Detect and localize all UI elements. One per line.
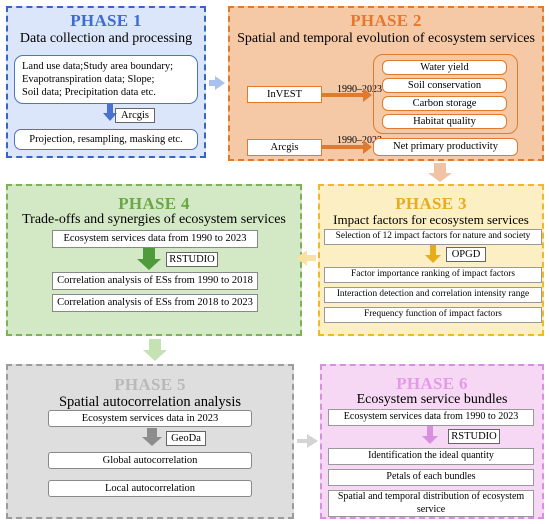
phase5-data-box: Ecosystem services data in 2023 (48, 410, 252, 427)
phase4-data-box: Ecosystem services data from 1990 to 202… (52, 230, 258, 248)
phase1-title: PHASE 1 (70, 11, 142, 30)
phase3-subtitle: Impact factors for ecosystem services (333, 212, 529, 227)
phase1-process-box: Projection, resampling, masking etc. (14, 129, 198, 150)
phase2-subtitle: Spatial and temporal evolution of ecosys… (237, 31, 535, 46)
phase2-invest-box: InVEST (247, 86, 322, 103)
phase3-selection-box: Selection of 12 impact factors for natur… (324, 229, 542, 245)
phase6-distribution: Spatial and temporal distribution of eco… (328, 490, 534, 517)
phase6-rstudio-tool: RSTUDIO (448, 429, 500, 444)
phase3-interaction-detection: Interaction detection and correlation in… (324, 287, 542, 303)
phase3-opgd-tool: OPGD (446, 247, 486, 262)
phase2-service-carbon-storage: Carbon storage (382, 96, 507, 111)
phase6-petals: Petals of each bundles (328, 469, 534, 486)
phase5-title: PHASE 5 (114, 375, 186, 394)
phase2-services-group (373, 54, 518, 134)
phase6-title: PHASE 6 (396, 374, 468, 393)
phase2-service-habitat-quality: Habitat quality (382, 114, 507, 129)
phase5-local-autocorrelation: Local autocorrelation (48, 480, 252, 497)
phase3-panel: PHASE 3 Impact factors for ecosystem ser… (318, 184, 544, 336)
phase2-title: PHASE 2 (350, 11, 422, 30)
phase1-data-box: Land use data;Study area boundary; Evapo… (14, 55, 198, 104)
phase6-subtitle: Ecosystem service bundles (356, 392, 508, 407)
phase4-title: PHASE 4 (118, 194, 190, 213)
phase4-panel: PHASE 4 Trade-offs and synergies of ecos… (6, 184, 302, 336)
arrow-phase2-to-phase3 (428, 163, 452, 182)
phase1-subtitle: Data collection and processing (19, 31, 193, 46)
phase5-geoda-tool: GeoDa (166, 431, 206, 446)
phase5-global-autocorrelation: Global autocorrelation (48, 452, 252, 469)
phase1-data-line-2: Evapotranspiration data; Slope; (22, 73, 155, 85)
phase3-factor-importance: Factor importance ranking of impact fact… (324, 267, 542, 283)
phase2-npp-box: Net primary productivity (373, 138, 518, 156)
phase4-correlation-2018-2023: Correlation analysis of ESs from 2018 to… (52, 294, 258, 312)
phase1-panel: PHASE 1 Data collection and processing L… (6, 6, 206, 158)
phase4-subtitle: Trade-offs and synergies of ecosystem se… (22, 212, 286, 227)
phase3-frequency-function: Frequency function of impact factors (324, 307, 542, 323)
phase3-title: PHASE 3 (395, 194, 467, 213)
phase1-arcgis-tool: Arcgis (115, 108, 155, 123)
phase5-panel: PHASE 5 Spatial autocorrelation analysis… (6, 364, 294, 519)
phase4-correlation-1990-2018: Correlation analysis of ESs from 1990 to… (52, 272, 258, 290)
arrow-phase4-to-phase5 (143, 339, 167, 361)
arrow-phase1-to-phase2 (209, 76, 225, 90)
phase1-data-line-1: Land use data;Study area boundary; (22, 60, 174, 72)
phase2-service-soil-conservation: Soil conservation (382, 78, 507, 93)
phase5-subtitle: Spatial autocorrelation analysis (58, 394, 241, 410)
phase6-data-box: Ecosystem services data from 1990 to 202… (328, 409, 534, 426)
phase6-ideal-quantity: Identification the ideal quantity (328, 448, 534, 465)
phase6-panel: PHASE 6 Ecosystem service bundles Ecosys… (320, 364, 544, 519)
phase1-data-line-3: Soil data; Precipitation data etc. (22, 87, 156, 99)
arrow-phase5-to-phase6 (297, 434, 318, 448)
phase2-panel: PHASE 2 Spatial and temporal evolution o… (228, 6, 544, 161)
phase4-rstudio-tool: RSTUDIO (166, 252, 218, 267)
phase2-arcgis-box: Arcgis (247, 139, 322, 156)
phase2-service-water-yield: Water yield (382, 60, 507, 75)
